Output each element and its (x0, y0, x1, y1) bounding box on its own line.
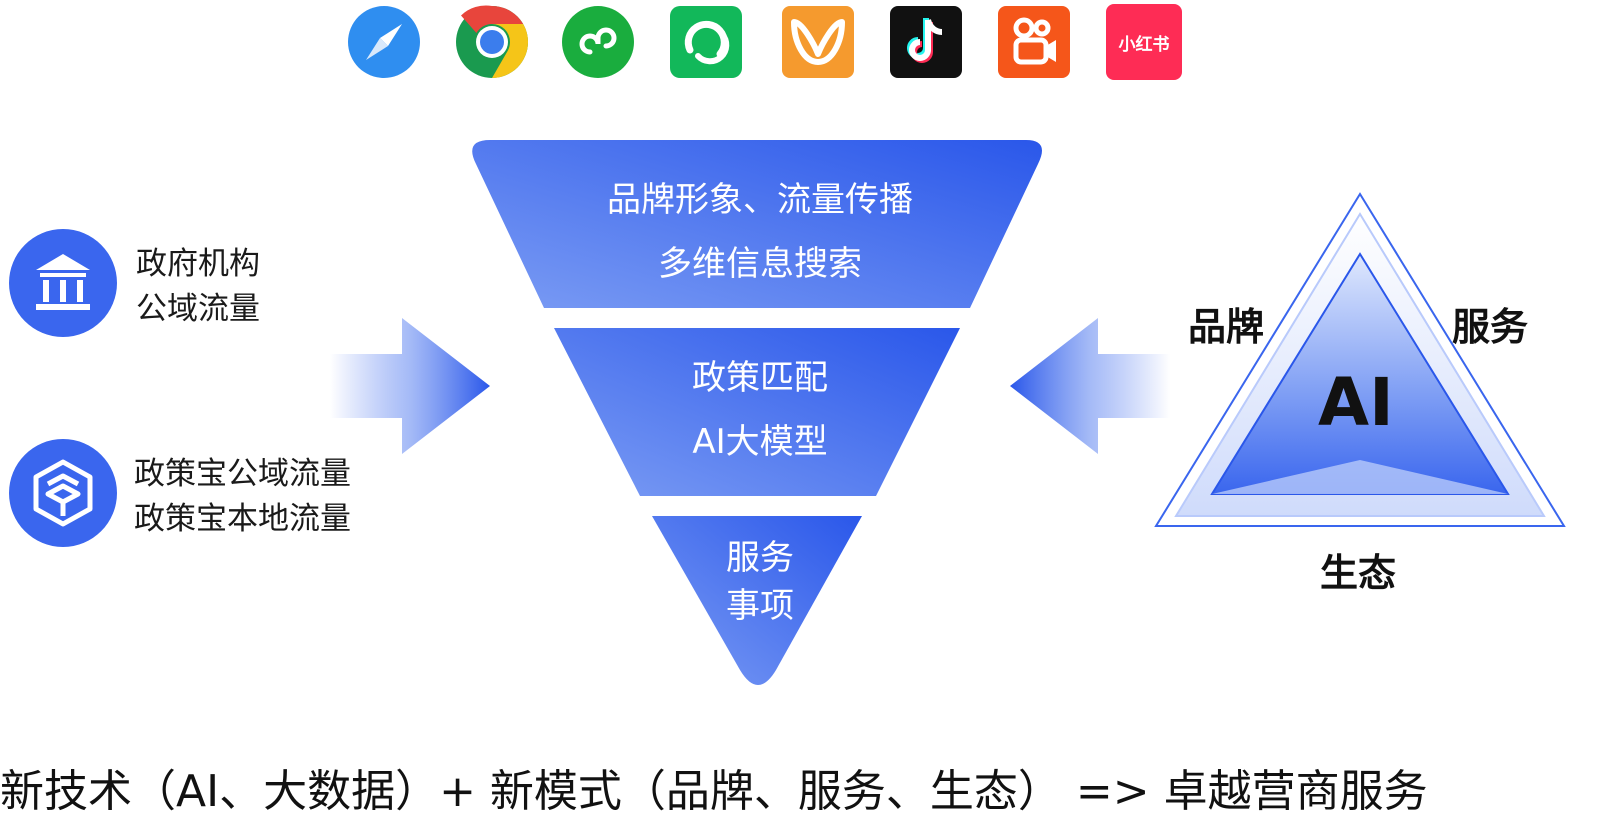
chrome-icon (456, 5, 529, 79)
source-line: 公域流量 (136, 291, 260, 327)
triangle-right-label: 服务 (1452, 305, 1529, 349)
funnel-bottom-segment (652, 516, 862, 685)
right-arrow-icon (330, 318, 490, 454)
butterfly-app-icon (782, 6, 854, 78)
funnel-top-segment (472, 140, 1042, 308)
tiktok-icon (890, 6, 962, 78)
triangle-left-label: 品牌 (1188, 305, 1265, 349)
triangle-bottom-label: 生态 (1320, 551, 1397, 595)
xiaohongshu-label: 小红书 (1118, 34, 1170, 55)
wechat-channel-icon (670, 6, 742, 78)
left-arrow-icon (1010, 318, 1170, 454)
ai-triangle-diagram (1154, 192, 1566, 527)
kuaishou-icon (998, 6, 1070, 78)
xiaohongshu-icon: 小红书 (1106, 4, 1182, 80)
source-line: 政策宝公域流量 (134, 456, 351, 492)
funnel-middle-segment (554, 328, 960, 496)
policy-treasure-logo-icon (9, 439, 117, 547)
funnel-diagram (472, 140, 1042, 685)
funnel-bottom-text: 服务 事项 (470, 534, 1050, 630)
tagline: 新技术（AI、大数据）+ 新模式（品牌、服务、生态） => 卓越营商服务 (0, 766, 1428, 817)
funnel-line: AI大模型 (692, 422, 828, 462)
source-policy-text: 政策宝公域流量 政策宝本地流量 (134, 452, 351, 542)
source-government-text: 政府机构 公域流量 (136, 242, 260, 332)
government-building-icon (9, 229, 117, 337)
funnel-top-text: 品牌形象、流量传播 多维信息搜索 (470, 168, 1050, 296)
source-line: 政策宝本地流量 (134, 501, 351, 537)
funnel-line: 服务 (726, 538, 794, 578)
safari-icon (348, 6, 420, 78)
source-line: 政府机构 (136, 246, 260, 282)
funnel-line: 品牌形象、流量传播 (607, 180, 913, 220)
funnel-middle-text: 政策匹配 AI大模型 (470, 346, 1050, 474)
funnel-line: 事项 (726, 586, 794, 626)
triangle-center-label: AI (1318, 364, 1394, 441)
funnel-line: 多维信息搜索 (658, 244, 862, 284)
mini-program-icon (562, 6, 634, 78)
funnel-line: 政策匹配 (692, 358, 828, 398)
